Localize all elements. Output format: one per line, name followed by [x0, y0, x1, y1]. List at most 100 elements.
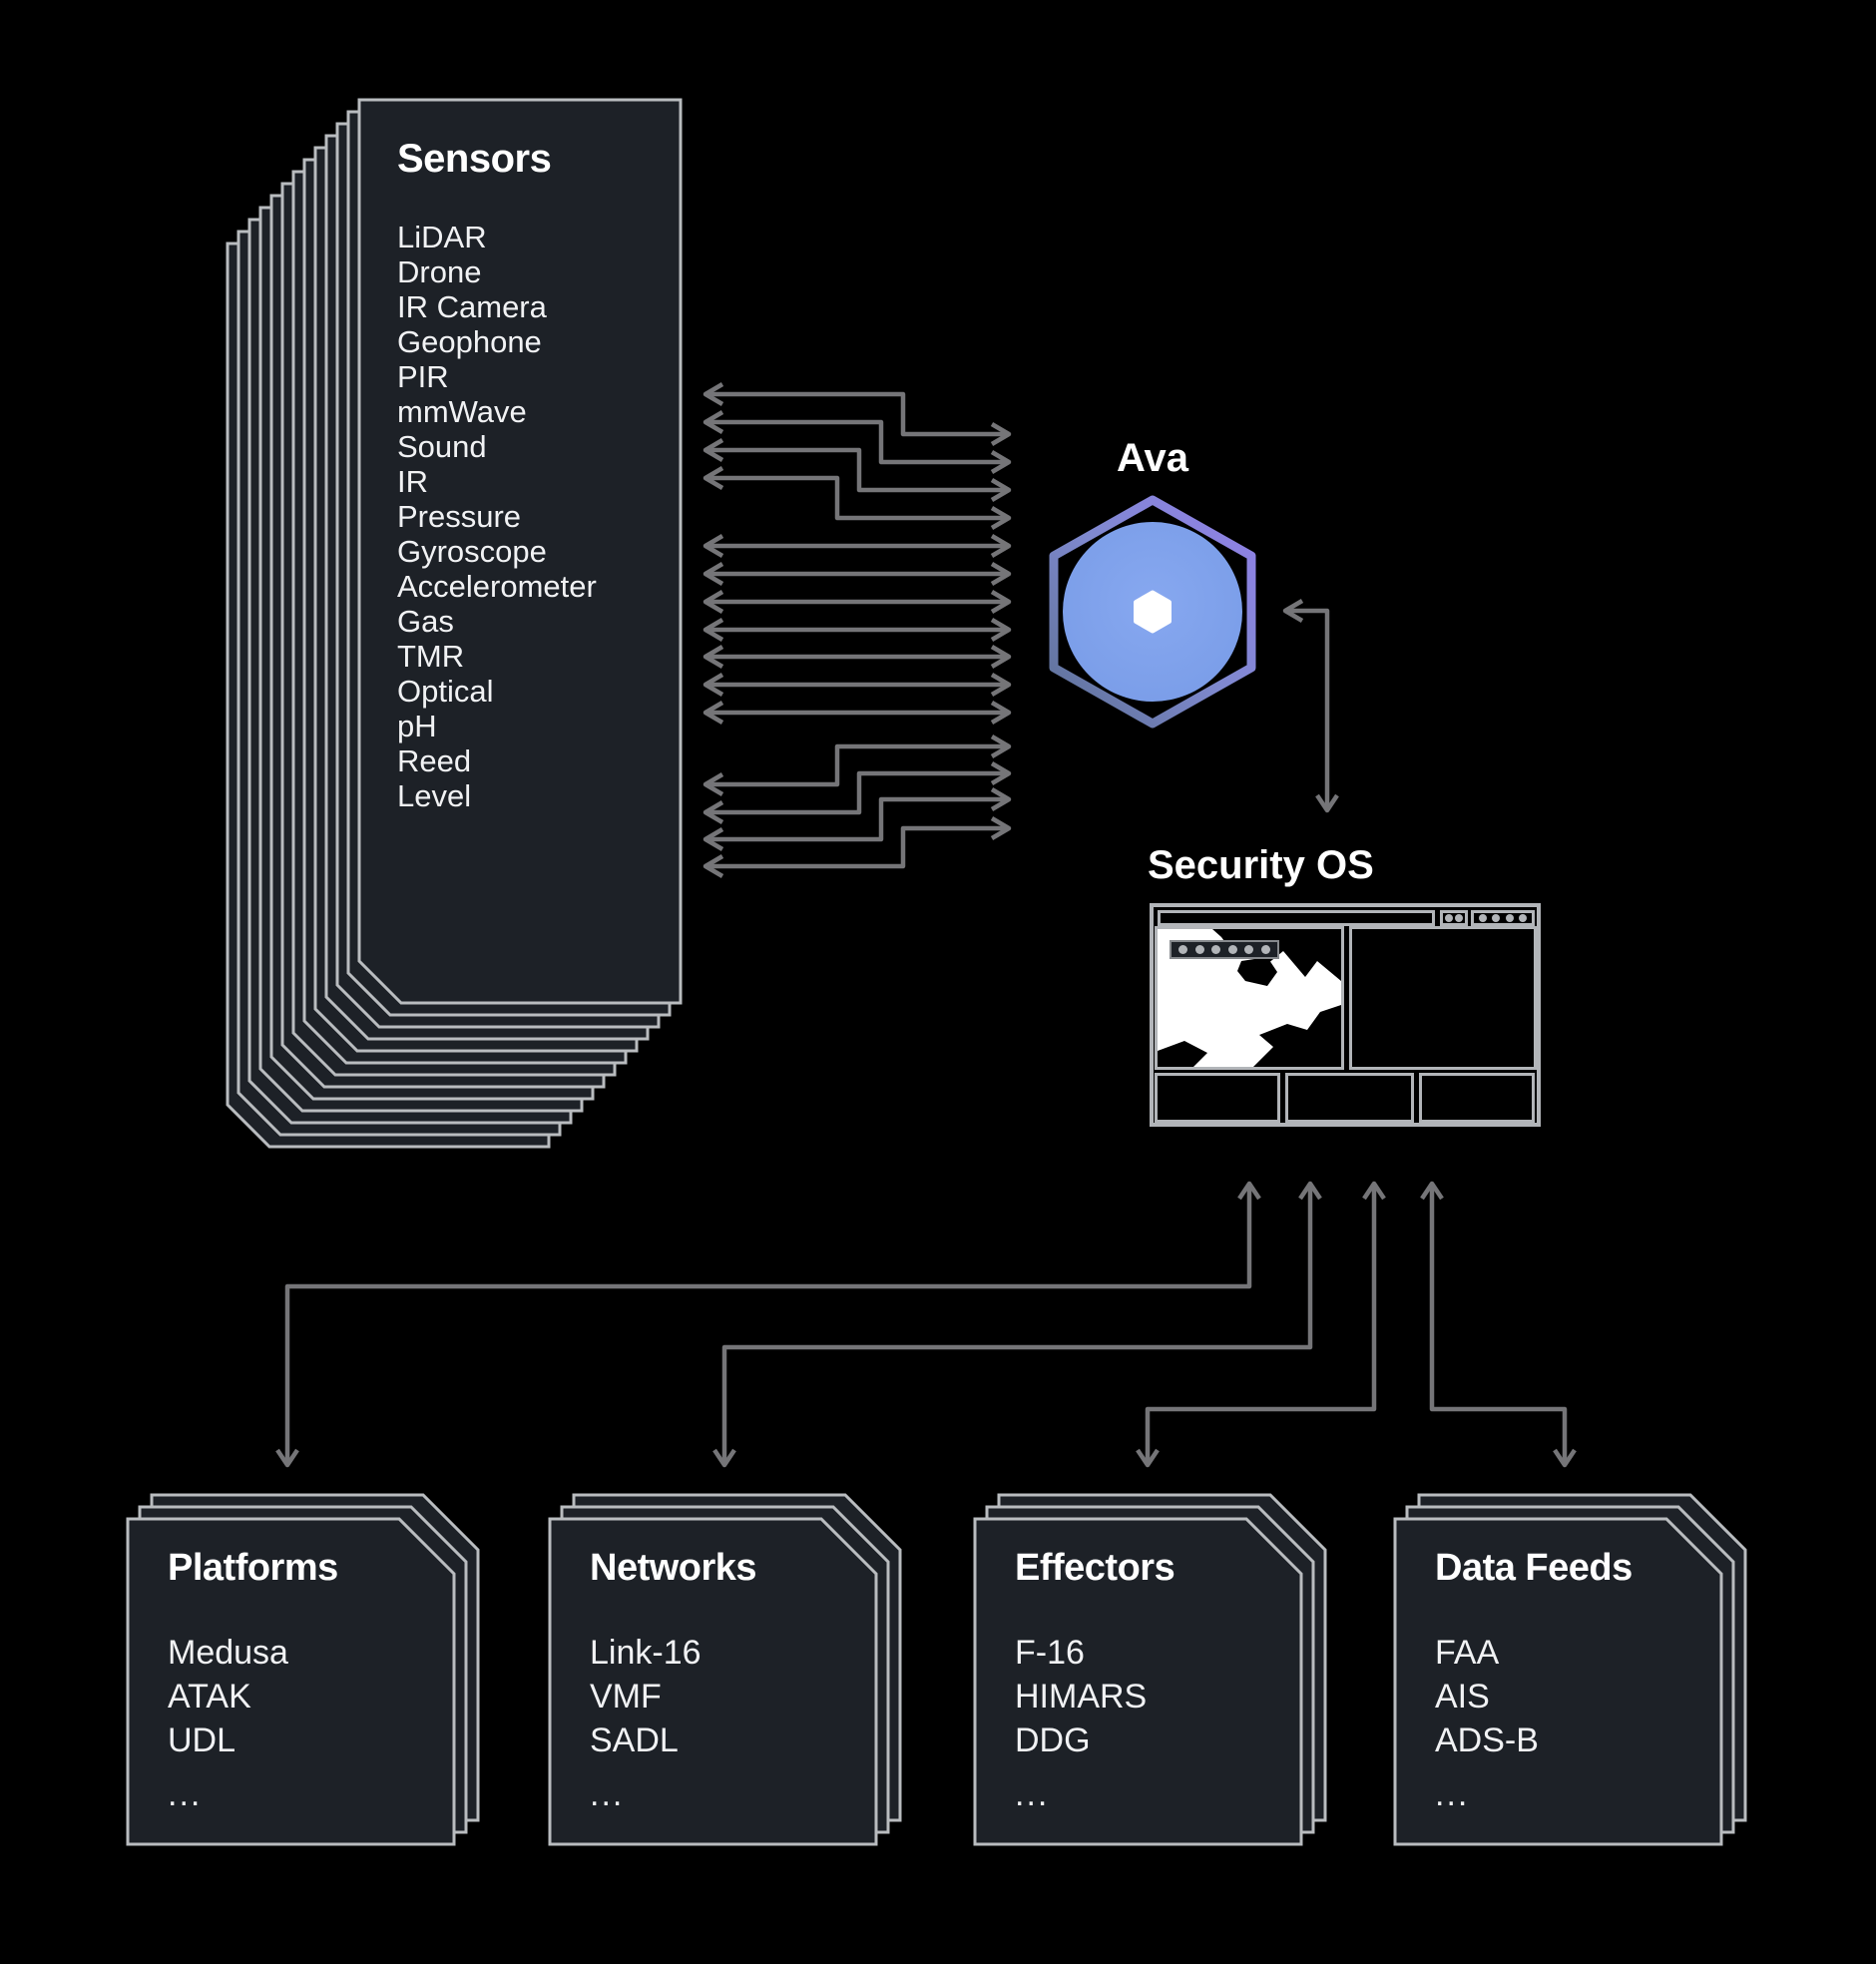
sensor-ava-arrow — [703, 438, 1012, 502]
sensor-item: Sound — [397, 429, 487, 464]
ava-core-hexagon-icon — [1134, 590, 1172, 634]
sensor-ava-arrow — [703, 618, 1012, 642]
card-more-ellipsis: ... — [1435, 1775, 1470, 1813]
securityos-card-arrow-3 — [1420, 1181, 1577, 1468]
sensor-item: Accelerometer — [397, 569, 597, 604]
sensor-item: Pressure — [397, 499, 522, 534]
sensor-ava-arrow — [703, 816, 1012, 878]
card-item: VMF — [590, 1678, 662, 1716]
bottom-card-title: Data Feeds — [1435, 1547, 1633, 1589]
sensor-ava-arrow — [703, 382, 1012, 446]
window-dot-icon — [1260, 945, 1270, 954]
sensor-item: LiDAR — [397, 220, 487, 254]
bottom-card-title: Networks — [590, 1547, 757, 1589]
sensor-item: Optical — [397, 674, 494, 709]
sensor-ava-arrow — [703, 534, 1012, 558]
card-item: ATAK — [168, 1678, 251, 1716]
sensor-item: TMR — [397, 639, 465, 674]
sensor-item: Reed — [397, 743, 472, 778]
ava-outline-hexagon-icon — [1049, 495, 1256, 729]
sensor-item: Gas — [397, 604, 454, 639]
window-address-bar — [1158, 910, 1435, 926]
window-dot-icon — [1505, 914, 1514, 922]
card-more-ellipsis: ... — [1015, 1775, 1050, 1813]
bottom-card-front-2 — [973, 1517, 1303, 1846]
sensor-ava-arrow — [703, 410, 1012, 474]
window-dot-icon — [1479, 914, 1488, 922]
security-os-window — [1150, 903, 1541, 1127]
window-bottom-cell-3 — [1419, 1073, 1535, 1123]
securityos-card-arrow-1 — [712, 1181, 1322, 1468]
map-dots-toolbar — [1170, 940, 1279, 959]
card-item: HIMARS — [1015, 1678, 1148, 1716]
securityos-card-arrow-0 — [275, 1181, 1261, 1468]
window-bottom-cell-2 — [1285, 1073, 1414, 1123]
card-item: DDG — [1015, 1721, 1091, 1759]
securityos-card-arrow-2 — [1136, 1181, 1386, 1468]
bottom-card-list: FAA AIS ADS-B... — [1435, 1631, 1721, 1816]
card-item: AIS — [1435, 1678, 1490, 1716]
sensor-item: Drone — [397, 254, 482, 289]
bottom-card-title: Effectors — [1015, 1547, 1175, 1589]
security-os-label: Security OS — [1148, 843, 1374, 887]
bottom-card-front-1 — [548, 1517, 878, 1846]
map-panel — [1155, 926, 1344, 1070]
card-item: Medusa — [168, 1634, 288, 1672]
window-controls-group-2 — [1471, 910, 1535, 926]
card-item: SADL — [590, 1721, 679, 1759]
card-more-ellipsis: ... — [590, 1775, 625, 1813]
card-item: UDL — [168, 1721, 236, 1759]
ava-hexagon-badge — [1049, 495, 1256, 729]
sensors-card-title: Sensors — [397, 137, 552, 181]
sensor-item: mmWave — [397, 394, 527, 429]
sensor-item: Geophone — [397, 324, 542, 359]
card-more-ellipsis: ... — [168, 1775, 203, 1813]
window-detail-panel — [1349, 926, 1537, 1070]
sensor-ava-arrow — [703, 645, 1012, 669]
window-dot-icon — [1211, 945, 1221, 954]
sensor-ava-arrow — [703, 466, 1012, 530]
sensor-ava-arrow — [703, 673, 1012, 697]
window-dot-icon — [1178, 945, 1188, 954]
sensor-ava-arrow — [703, 590, 1012, 614]
window-dot-icon — [1227, 945, 1237, 954]
bottom-card-front-0 — [126, 1517, 456, 1846]
bottom-card-front-3 — [1393, 1517, 1723, 1846]
sensor-ava-arrow — [703, 761, 1012, 824]
sensor-ava-arrow — [703, 787, 1012, 851]
sensor-item: Gyroscope — [397, 534, 547, 569]
bottom-card-title: Platforms — [168, 1547, 338, 1589]
sensors-card-front — [357, 98, 683, 1005]
window-dot-icon — [1445, 914, 1453, 922]
card-item: FAA — [1435, 1634, 1500, 1672]
sensor-item: Level — [397, 778, 472, 813]
sensor-item: PIR — [397, 359, 449, 394]
window-dot-icon — [1244, 945, 1254, 954]
sensor-ava-arrow — [703, 701, 1012, 725]
sensor-item: pH — [397, 709, 437, 743]
window-dot-icon — [1518, 914, 1527, 922]
window-dot-icon — [1194, 945, 1204, 954]
sensor-item: IR — [397, 464, 428, 499]
window-bottom-cell-1 — [1155, 1073, 1280, 1123]
sensor-item: IR Camera — [397, 289, 547, 324]
window-dot-icon — [1492, 914, 1501, 922]
card-item: Link-16 — [590, 1634, 702, 1672]
card-item: ADS-B — [1435, 1721, 1539, 1759]
ava-node-label: Ava — [1117, 436, 1188, 480]
sensor-ava-arrow — [703, 562, 1012, 586]
ava-securityos-arrow — [1282, 599, 1339, 813]
window-controls-group-1 — [1440, 910, 1468, 926]
